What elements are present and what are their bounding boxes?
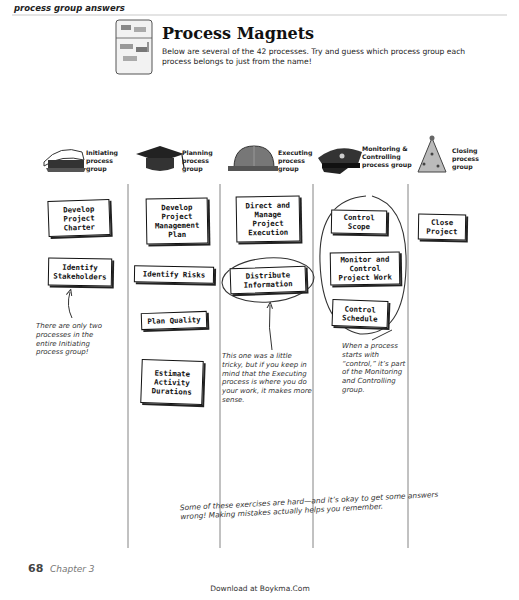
process-magnet: Distribute Information [230,266,307,295]
process-magnet: Control Scope [331,210,387,235]
process-magnet: Develop Project Charter [47,199,110,237]
running-header: process group answers [14,3,214,14]
process-name: Develop Project Management Plan [150,203,205,240]
process-magnet: Direct and Manage Project Execution [236,195,301,242]
handwritten-note: When a process starts with “control,” it… [342,342,414,395]
hand-loop [320,196,406,334]
column-header: Monitoring & Controlling process group [362,145,418,168]
process-name: Direct and Manage Project Execution [240,201,297,238]
watermark: Download at Boykma.Com [160,584,360,593]
process-magnet: Close Project [418,214,466,241]
police-cap-icon [318,148,362,174]
fridge-icon [116,20,152,74]
process-magnet: Estimate Activity Durations [140,359,203,405]
process-name: Develop Project Charter [52,204,107,233]
process-magnet: Control Schedule [332,299,389,328]
graduation-cap-icon [136,146,184,171]
note-leader [372,330,392,340]
handwritten-note: Some of these exercises are hard—and it’… [180,489,461,522]
process-name: Identify Risks [143,269,205,279]
process-name: Control Schedule [336,304,385,324]
instructions: Below are several of the 42 processes. T… [162,47,482,66]
process-magnet: Identify Risks [134,265,214,283]
process-magnet: Plan Quality [141,311,208,330]
hard-hat-icon [228,146,278,171]
column-header: Initiating process group [86,149,130,172]
handwritten-note: There are only two processes in the enti… [36,322,116,357]
process-name: Identify Stakeholders [52,263,108,282]
column-header: Closing process group [452,147,490,170]
process-name: Estimate Activity Durations [145,368,200,397]
hand-circle [221,255,316,305]
column-header: Planning process group [182,149,222,172]
process-name: Control Scope [335,213,383,232]
note-arrow [68,292,72,318]
sailor-cap-icon [44,150,86,172]
page-title: Process Magnets [162,24,314,43]
page-number: 68 [28,562,48,576]
party-hat-icon [418,136,446,173]
header-rule [12,15,507,16]
process-name: Monitor and Control Project Work [334,254,396,282]
process-magnet: Identify Stakeholders [48,257,112,286]
chapter-name: Chapter 3 [50,564,130,575]
column-header: Executing process group [278,149,314,172]
process-name: Plan Quality [147,315,201,326]
process-magnet: Monitor and Control Project Work [330,251,401,285]
process-name: Close Project [422,218,462,237]
process-magnet: Develop Project Management Plan [146,197,209,244]
handwritten-note: This one was a little tricky, but if you… [222,352,312,405]
note-arrow [269,305,272,350]
process-name: Distribute Information [234,270,303,290]
